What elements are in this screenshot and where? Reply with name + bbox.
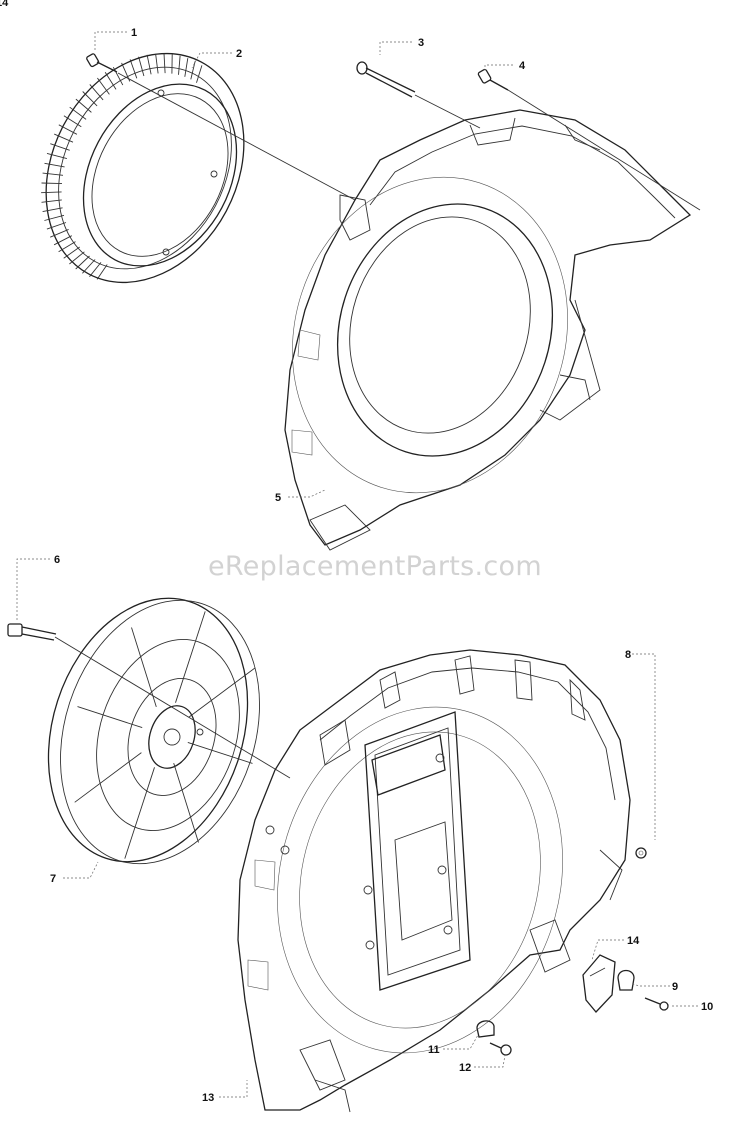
- impeller-vane: [173, 762, 199, 843]
- callout-8: 8: [625, 649, 656, 840]
- callout-12-label: 12: [459, 1062, 471, 1074]
- cooling-fin: [75, 98, 92, 113]
- impeller-vane: [131, 627, 157, 708]
- part-3-bolt[interactable]: [356, 61, 416, 98]
- cooling-fin: [155, 53, 159, 74]
- cooling-fin: [50, 228, 69, 238]
- cooling-fin: [178, 55, 181, 75]
- cooling-fin: [196, 65, 203, 83]
- impeller-vane: [187, 741, 253, 764]
- cooling-fin: [42, 207, 63, 213]
- cooling-fin: [96, 264, 108, 280]
- part-12-screw[interactable]: [489, 1042, 512, 1056]
- cooling-fin: [82, 91, 98, 107]
- impeller-vane: [74, 752, 142, 803]
- callout-9-label: 9: [672, 981, 678, 993]
- part-6-bolt[interactable]: [7, 623, 57, 641]
- impeller-vane: [77, 706, 143, 729]
- cooling-fin: [190, 61, 196, 80]
- callout-13: 13: [202, 1080, 248, 1104]
- callout-11-label: 11: [428, 1044, 440, 1056]
- cooling-fin: [89, 84, 104, 101]
- callout-7-label: 7: [50, 873, 56, 885]
- callout-7: 7: [50, 861, 99, 885]
- impeller-vane: [188, 667, 256, 718]
- cooling-fin: [63, 246, 80, 259]
- cooling-fin: [54, 133, 74, 143]
- cooling-fin: [89, 262, 102, 277]
- callout-14: 14: [591, 935, 640, 961]
- cooling-fin: [112, 66, 124, 86]
- cooling-fin: [41, 191, 62, 194]
- callout-6-label: 6: [54, 554, 60, 566]
- cooling-fin: [46, 222, 67, 230]
- part-7-fan-impeller[interactable]: [16, 572, 292, 889]
- cooling-fin: [69, 106, 87, 120]
- part-14-clamp[interactable]: [582, 954, 616, 1013]
- impeller-vane: [124, 767, 155, 859]
- cooling-fin: [41, 199, 62, 203]
- part-13-fan-housing-backplate[interactable]: [237, 649, 631, 1113]
- cooling-fin: [42, 172, 64, 176]
- cooling-fin: [63, 115, 82, 128]
- cooling-fin: [58, 124, 78, 135]
- corner-mark: 14: [0, 0, 9, 9]
- part-5-blower-housing[interactable]: [252, 109, 692, 551]
- callout-8-label: 8: [625, 649, 631, 661]
- cooling-fin: [44, 214, 65, 221]
- callout-10: 10: [670, 1001, 713, 1013]
- part-4-screw[interactable]: [477, 68, 509, 91]
- cooling-fin: [138, 56, 145, 77]
- callout-1: 1: [94, 27, 137, 50]
- callout-3: 3: [379, 37, 424, 55]
- callout-3-label: 3: [418, 37, 424, 49]
- callout-14-label: 14: [627, 935, 640, 947]
- cooling-fin: [50, 143, 70, 151]
- callout-11: 11: [428, 1034, 479, 1056]
- callout-4-label: 4: [519, 60, 526, 72]
- callout-9: 9: [631, 981, 678, 993]
- cooling-fin: [53, 235, 73, 246]
- cooling-fin: [129, 59, 138, 79]
- cooling-fin: [44, 162, 65, 168]
- part-1-screw[interactable]: [86, 53, 118, 73]
- callout-5: 5: [275, 489, 326, 504]
- callout-2-label: 2: [236, 48, 242, 60]
- callout-13-label: 13: [202, 1092, 214, 1104]
- cooling-fin: [82, 259, 96, 274]
- callout-4: 4: [484, 60, 526, 72]
- cooling-fin: [163, 53, 166, 74]
- cooling-fin: [75, 255, 90, 270]
- cooling-fin: [46, 152, 68, 160]
- watermark-text: eReplacementParts.com: [208, 551, 542, 582]
- cooling-fin: [97, 77, 110, 95]
- cooling-fin: [41, 182, 63, 185]
- cooling-fin: [146, 54, 152, 75]
- part-11-clip[interactable]: [476, 1020, 495, 1038]
- callout-5-label: 5: [275, 492, 281, 504]
- callout-6: 6: [16, 554, 60, 620]
- callout-12: 12: [459, 1054, 506, 1074]
- part-2-finned-ring[interactable]: [7, 19, 282, 317]
- callout-1-label: 1: [131, 27, 137, 39]
- callout-10-label: 10: [701, 1001, 713, 1013]
- callout-2: 2: [191, 48, 242, 69]
- part-9-clip[interactable]: [617, 969, 635, 991]
- cooling-fin: [104, 71, 117, 90]
- impeller-vane: [175, 611, 206, 703]
- cooling-fin: [58, 241, 76, 253]
- part-8-nut[interactable]: [635, 847, 647, 859]
- cooling-fin: [184, 58, 189, 77]
- part-10-screw[interactable]: [644, 997, 669, 1011]
- cooling-fin: [69, 251, 85, 265]
